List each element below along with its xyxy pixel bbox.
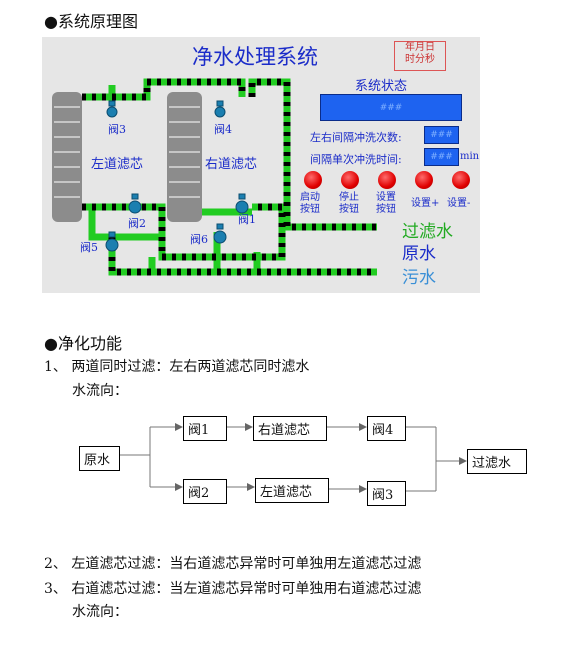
legend-waste-water: 污水 (402, 268, 436, 288)
start-button[interactable] (304, 171, 322, 189)
interval-time-display[interactable]: ### (424, 148, 459, 166)
interval-count-label: 左右间隔冲洗次数: (310, 131, 402, 144)
flow-bottom-valve3: 阀3 (367, 481, 406, 506)
left-filter-label: 左道滤芯 (91, 157, 144, 172)
flow-target-box: 过滤水 (467, 449, 527, 474)
valve-3-label: 阀3 (108, 123, 126, 136)
set-minus-label: 设置- (447, 198, 471, 209)
valve-5-label: 阀5 (80, 241, 98, 254)
legend-filtered-water: 过滤水 (402, 222, 453, 242)
valve-icons (105, 100, 249, 252)
clock-display: 年月日 时分秒 (394, 41, 446, 71)
left-filter-tank (52, 92, 82, 222)
right-filter-label: 右道滤芯 (205, 157, 258, 172)
legend-raw-water: 原水 (402, 244, 436, 264)
section-heading-purify: ●净化功能 (44, 334, 122, 353)
item-1-flow-label: 水流向： (72, 383, 128, 399)
valve-4-label: 阀4 (214, 123, 232, 136)
clock-time: 时分秒 (405, 54, 435, 65)
section-heading-system-diagram: ●系统原理图 (44, 12, 138, 31)
flow-diagram-lines (120, 423, 467, 493)
set-minus-button[interactable] (452, 171, 470, 189)
flow-bottom-left-filter: 左道滤芯 (255, 478, 329, 503)
interval-time-label: 间隔单次冲洗时间: (310, 153, 402, 166)
clock-date: 年月日 (405, 42, 435, 53)
scada-panel: 净水处理系统 年月日 时分秒 系统状态 ### 左右间隔冲洗次数: ### 间隔… (42, 37, 480, 293)
status-display: ### (320, 94, 462, 121)
set-plus-label: 设置+ (411, 198, 440, 209)
flow-top-valve1: 阀1 (183, 416, 227, 441)
set-plus-button[interactable] (415, 171, 433, 189)
scada-title: 净水处理系统 (192, 45, 318, 69)
flow-bottom-valve2: 阀2 (183, 479, 227, 504)
valve-1-label: 阀1 (238, 213, 256, 226)
valve-2-label: 阀2 (128, 217, 146, 230)
interval-count-display[interactable]: ### (424, 126, 459, 144)
interval-time-unit: min (460, 151, 480, 162)
scada-pipes-svg (42, 37, 480, 293)
item-3-flow-label: 水流向： (72, 604, 128, 620)
flow-source-box: 原水 (79, 446, 120, 471)
stop-button-label: 停止按钮 (339, 192, 359, 215)
status-label: 系统状态 (355, 79, 408, 94)
item-3-text: 3、 右道滤芯过滤：当左道滤芯异常时可单独用右道滤芯过滤 (44, 581, 422, 597)
right-filter-tank (167, 92, 202, 222)
flow-top-right-filter: 右道滤芯 (253, 416, 327, 441)
flow-top-valve4: 阀4 (367, 416, 406, 441)
item-1-text: 1、 两道同时过滤：左右两道滤芯同时滤水 (44, 359, 310, 375)
item-2-text: 2、 左道滤芯过滤：当右道滤芯异常时可单独用左道滤芯过滤 (44, 556, 422, 572)
set-button[interactable] (378, 171, 396, 189)
set-button-label: 设置按钮 (376, 192, 396, 215)
stop-button[interactable] (341, 171, 359, 189)
start-button-label: 启动按钮 (300, 192, 320, 215)
valve-6-label: 阀6 (190, 233, 208, 246)
